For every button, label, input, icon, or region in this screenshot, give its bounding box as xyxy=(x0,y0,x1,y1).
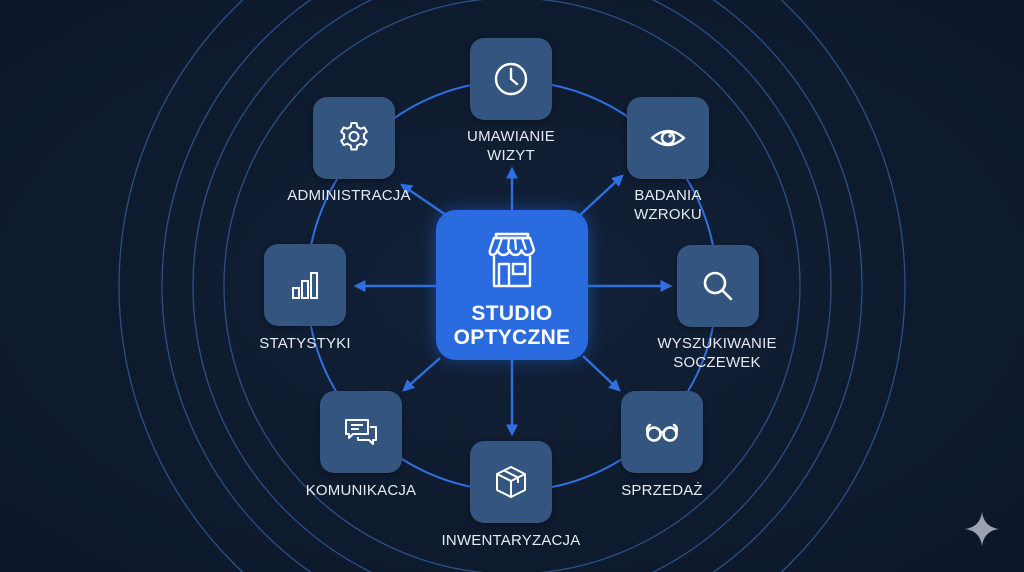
node-wyszukiwanie-soczewek[interactable] xyxy=(677,245,759,327)
box-icon xyxy=(496,466,526,498)
label-umawianie-wizyt: UMAWIANIE WIZYT xyxy=(467,127,555,165)
node-administracja[interactable] xyxy=(313,97,395,179)
node-komunikacja[interactable] xyxy=(320,391,402,473)
node-inwentaryzacja[interactable] xyxy=(470,441,552,523)
label-line-1: WYSZUKIWANIE xyxy=(657,335,777,352)
label-line-1: KOMUNIKACJA xyxy=(305,482,417,499)
eye-icon xyxy=(650,129,686,147)
center-title-line-2: OPTYCZNE xyxy=(453,326,571,349)
arrows xyxy=(353,166,673,437)
label-line-2: WIZYT xyxy=(487,147,535,164)
label-administracja: ADMINISTRACJA xyxy=(287,186,410,205)
label-line-1: INWENTARYZACJA xyxy=(441,532,581,549)
label-inwentaryzacja: INWENTARYZACJA xyxy=(442,531,581,550)
center-node-studio-optyczne[interactable]: STUDIO OPTYCZNE xyxy=(436,210,588,360)
node-sprzedaz[interactable] xyxy=(621,391,703,473)
center-title: STUDIO OPTYCZNE xyxy=(454,302,571,350)
label-line-1: STATYSTYKI xyxy=(259,335,351,352)
label-wyszukiwanie-soczewek: WYSZUKIWANIE SOCZEWEK xyxy=(657,334,776,372)
label-line-1: SPRZEDAŻ xyxy=(621,482,703,499)
glasses-icon xyxy=(645,423,679,442)
gear-icon xyxy=(340,122,368,151)
label-sprzedaz: SPRZEDAŻ xyxy=(621,481,703,500)
label-line-1: UMAWIANIE xyxy=(467,128,555,145)
concentric-rings xyxy=(118,0,906,572)
storefront-icon xyxy=(488,232,536,288)
search-icon xyxy=(703,271,733,301)
label-line-1: BADANIA xyxy=(634,187,702,204)
node-statystyki[interactable] xyxy=(264,244,346,326)
label-badania-wzroku: BADANIA WZROKU xyxy=(634,186,702,224)
center-title-line-1: STUDIO xyxy=(471,302,553,325)
label-komunikacja: KOMUNIKACJA xyxy=(306,481,417,500)
sparkle-icon xyxy=(965,512,999,546)
node-badania-wzroku[interactable] xyxy=(627,97,709,179)
node-umawianie-wizyt[interactable] xyxy=(470,38,552,120)
clock-icon xyxy=(494,62,528,96)
bar-chart-icon xyxy=(292,272,318,299)
label-line-2: WZROKU xyxy=(634,206,702,223)
label-line-1: ADMINISTRACJA xyxy=(287,187,411,204)
label-line-2: SOCZEWEK xyxy=(673,354,761,371)
chat-bubbles-icon xyxy=(345,419,377,445)
label-statystyki: STATYSTYKI xyxy=(259,334,350,353)
